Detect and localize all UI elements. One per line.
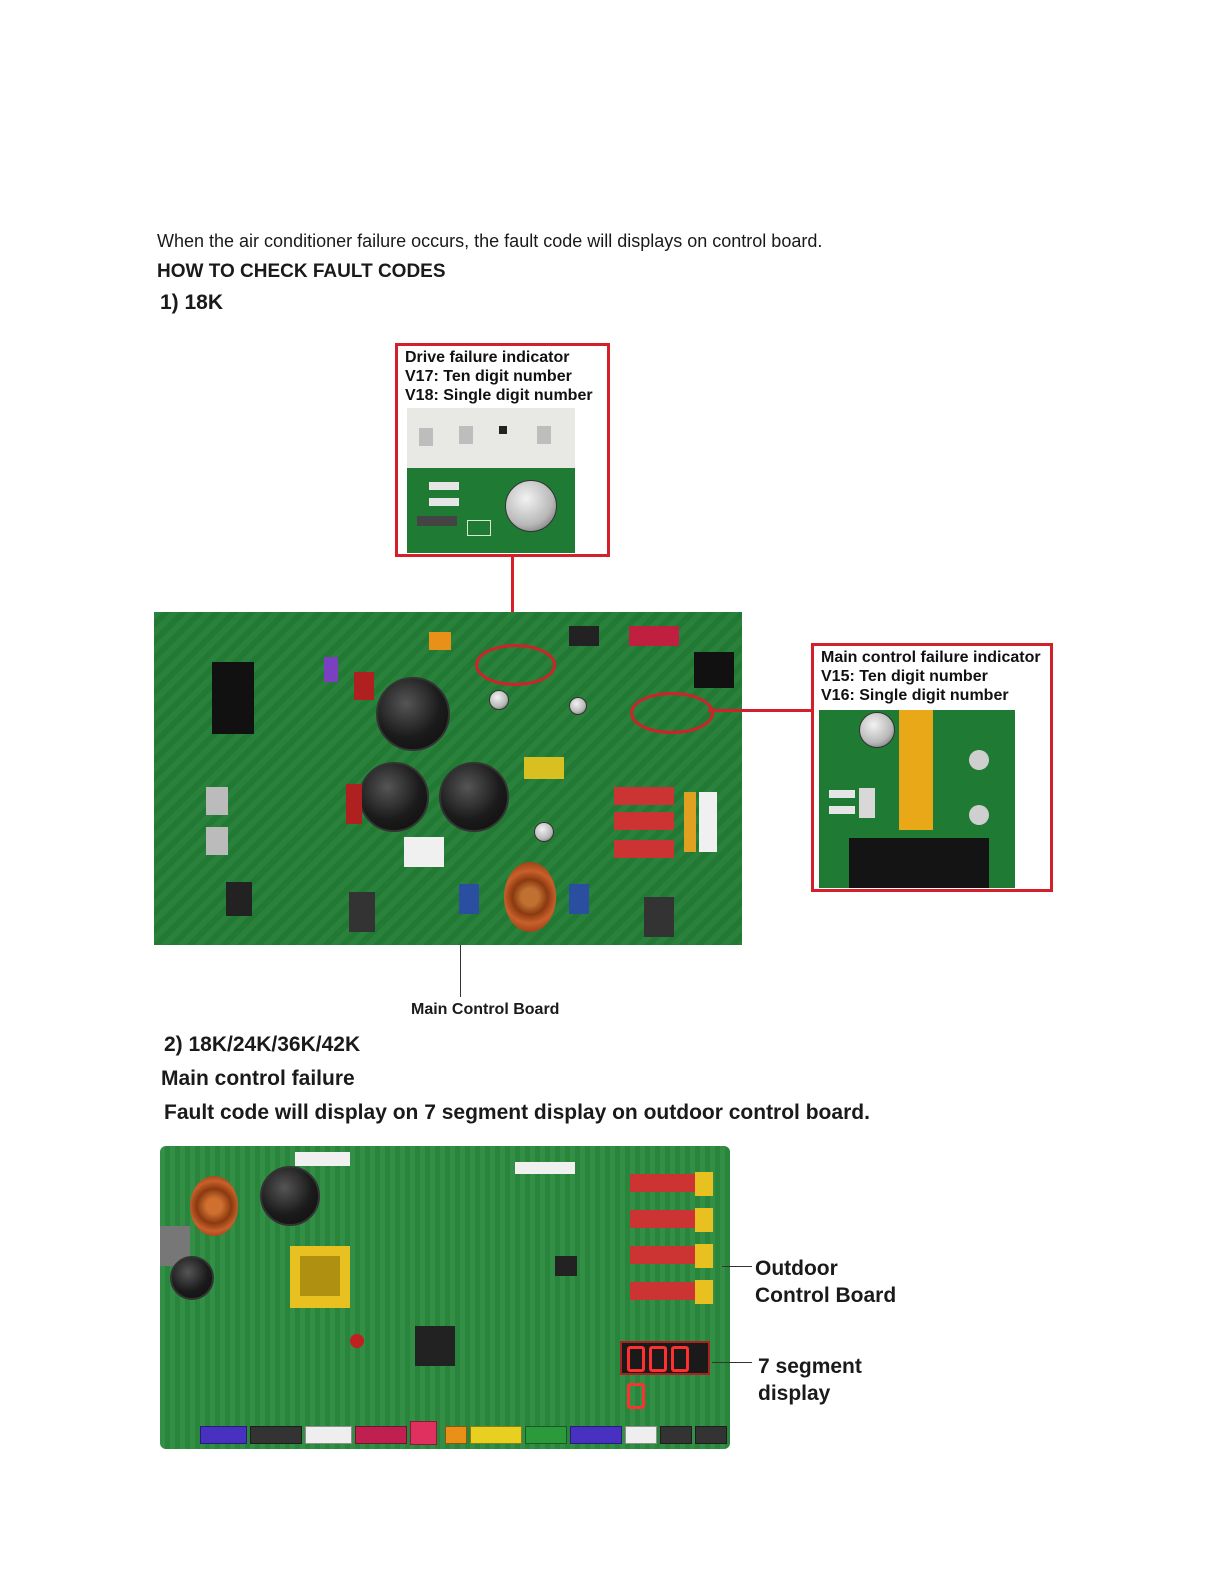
outdoor-board-label-line1: Outdoor — [755, 1257, 838, 1280]
drive-callout-title: Drive failure indicator — [405, 349, 570, 366]
main-failure-callout: Main control failure indicator V15: Ten … — [811, 643, 1053, 892]
board-label-pointer — [460, 945, 461, 997]
intro-text: When the air conditioner failure occurs,… — [157, 231, 823, 251]
drive-callout-connector — [511, 557, 514, 647]
section-1-title: 1) 18K — [160, 291, 224, 314]
main-indicator-photo — [819, 710, 1015, 888]
display-label-pointer — [712, 1362, 752, 1363]
section-2-subtitle: Main control failure — [161, 1067, 355, 1090]
section-2-description: Fault code will display on 7 segment dis… — [164, 1101, 870, 1124]
seven-segment-label-line2: display — [758, 1382, 831, 1405]
outdoor-control-board-photo — [160, 1146, 730, 1449]
seven-segment-display — [620, 1341, 710, 1409]
outdoor-board-label-line2: Control Board — [755, 1284, 897, 1307]
main-control-board-photo — [154, 612, 742, 945]
main-control-board-label: Main Control Board — [411, 1001, 560, 1018]
drive-callout-line2: V18: Single digit number — [405, 387, 593, 404]
seven-segment-label: 7 segment display — [758, 1353, 862, 1407]
outdoor-board-label: Outdoor Control Board — [755, 1255, 896, 1309]
drive-indicator-highlight — [475, 644, 556, 686]
section-2-title: 2) 18K/24K/36K/42K — [164, 1033, 361, 1056]
main-callout-line2: V16: Single digit number — [821, 687, 1009, 704]
main-callout-connector — [708, 709, 812, 712]
section-heading: HOW TO CHECK FAULT CODES — [157, 261, 446, 282]
main-callout-line1: V15: Ten digit number — [821, 668, 988, 685]
drive-failure-callout: Drive failure indicator V17: Ten digit n… — [395, 343, 610, 557]
main-callout-title: Main control failure indicator — [821, 649, 1041, 666]
outdoor-board-pointer — [722, 1266, 752, 1267]
drive-callout-line1: V17: Ten digit number — [405, 368, 572, 385]
seven-segment-label-line1: 7 segment — [758, 1355, 862, 1378]
main-indicator-highlight — [630, 692, 714, 734]
drive-indicator-photo — [407, 408, 575, 553]
